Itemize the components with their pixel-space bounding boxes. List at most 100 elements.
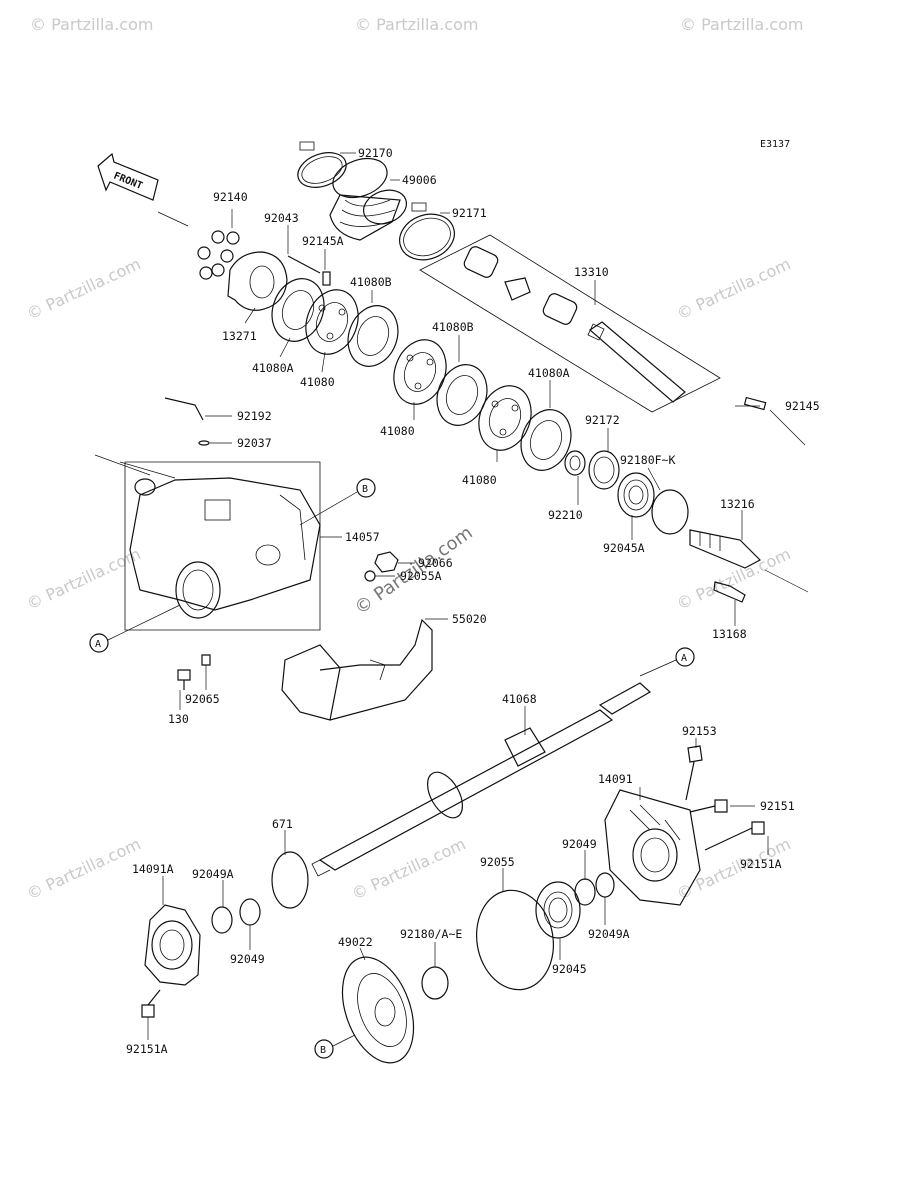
- callout-B-bottom: B: [314, 1034, 356, 1059]
- seal-92049A-right: [595, 872, 615, 898]
- cover-14091: [604, 789, 701, 906]
- cover-14091A: [144, 904, 201, 986]
- bolt-92151A-left: [141, 989, 161, 1018]
- label-13310: 13310: [574, 265, 609, 279]
- washer-92065: [201, 654, 211, 666]
- seal-92049-right: [574, 878, 596, 906]
- label-92049A-left: 92049A: [192, 867, 234, 881]
- watermark: © Partzilla.com: [355, 15, 478, 34]
- callout-letter: B: [320, 1045, 326, 1056]
- plate-41080-mid: [393, 339, 447, 405]
- label-92180A-E: 92180/A~E: [400, 927, 462, 941]
- label-92066: 92066: [418, 556, 453, 570]
- bearing-92045A: [617, 472, 655, 518]
- label-41080-mid: 41080: [380, 424, 415, 438]
- plate-41080B-top: [347, 305, 399, 367]
- seal-92049A-left: [211, 906, 233, 934]
- label-92145: 92145: [785, 399, 820, 413]
- label-92171: 92171: [452, 206, 487, 220]
- label-92065: 92065: [185, 692, 220, 706]
- label-41080B-mid: 41080B: [432, 320, 474, 334]
- bolt-92153: [685, 745, 703, 801]
- label-92045A: 92045A: [603, 541, 645, 555]
- label-41080B-top: 41080B: [350, 275, 392, 289]
- breather-13168: [713, 581, 746, 603]
- label-92192: 92192: [237, 409, 272, 423]
- callout-A-right: A: [639, 647, 695, 677]
- watermark: © Partzilla.com: [24, 544, 144, 613]
- label-92153: 92153: [682, 724, 717, 738]
- label-92172: 92172: [585, 413, 620, 427]
- cam-13271: [227, 251, 288, 311]
- bolt-130: [177, 669, 191, 690]
- label-92045: 92045: [552, 962, 587, 976]
- watermark: © Partzilla.com: [674, 544, 794, 613]
- label-14091: 14091: [598, 772, 633, 786]
- label-92049-left: 92049: [230, 952, 265, 966]
- leader-lines: [147, 152, 769, 1040]
- plate-41080A-top: [271, 278, 325, 342]
- plate-41080B-mid: [436, 364, 488, 426]
- bolt-92151A-right: [704, 821, 765, 851]
- label-14057: 14057: [345, 530, 380, 544]
- front-arrow-icon: FRONT: [97, 152, 189, 227]
- bracket-55020: [281, 618, 433, 721]
- watermark: © Partzilla.com: [24, 834, 144, 903]
- label-55020: 55020: [452, 612, 487, 626]
- watermark: © Partzilla.com: [674, 254, 794, 323]
- label-92145A: 92145A: [302, 234, 344, 248]
- housing-14057: [129, 477, 321, 619]
- boot-49006: [329, 157, 407, 241]
- clamp-92171: [399, 202, 455, 261]
- ringgear-49022: [341, 956, 415, 1064]
- label-92210: 92210: [548, 508, 583, 522]
- bearing-92045: [535, 881, 581, 939]
- plate-41080A-low: [520, 409, 572, 471]
- driveshaft-13310: [419, 234, 721, 413]
- label-92055: 92055: [480, 855, 515, 869]
- shim-92180A-E: [421, 966, 449, 1000]
- label-13271: 13271: [222, 329, 257, 343]
- label-92043: 92043: [264, 211, 299, 225]
- watermark: © Partzilla.com: [30, 15, 153, 34]
- label-92170: 92170: [358, 146, 393, 160]
- lever-92192: [164, 397, 204, 421]
- pin-92043: [287, 255, 321, 274]
- clamp-92170: [297, 141, 347, 188]
- callout-letter: A: [681, 653, 687, 664]
- label-49022: 49022: [338, 935, 373, 949]
- label-92151A-left: 92151A: [126, 1042, 168, 1056]
- oring-671: [271, 851, 309, 909]
- label-49006: 49006: [402, 173, 437, 187]
- callout-letter: A: [95, 639, 101, 650]
- label-41080A-top: 41080A: [252, 361, 294, 375]
- label-92049A-right: 92049A: [588, 927, 630, 941]
- watermark: © Partzilla.com: [680, 15, 803, 34]
- shim-92180F-K: [651, 489, 689, 535]
- callout-B-top: B: [299, 478, 376, 526]
- label-92151A-right: 92151A: [740, 857, 782, 871]
- part-labels: 92170 49006 92171 92140 92043 92145A 410…: [126, 146, 820, 1056]
- label-13168: 13168: [712, 627, 747, 641]
- balls-92140: [197, 230, 240, 280]
- housing-frame: [124, 461, 321, 631]
- callout-A-left: A: [89, 604, 181, 653]
- shaft-41068: [311, 682, 652, 877]
- label-671: 671: [272, 817, 293, 831]
- label-41080-top: 41080: [300, 375, 335, 389]
- watermarks: © Partzilla.com © Partzilla.com © Partzi…: [24, 15, 804, 904]
- pinion-13216: [689, 529, 761, 569]
- watermark: © Partzilla.com: [24, 254, 144, 323]
- oring-92055: [475, 889, 555, 991]
- seal-92172: [588, 450, 620, 490]
- label-41080A-mid: 41080A: [528, 366, 570, 380]
- label-92180F-K: 92180F~K: [620, 453, 675, 467]
- label-41068: 41068: [502, 692, 537, 706]
- bolt-92151: [689, 799, 728, 813]
- label-130: 130: [168, 712, 189, 726]
- label-92151: 92151: [760, 799, 795, 813]
- nut-92066: [374, 551, 399, 573]
- seal-left-housing: [134, 478, 156, 496]
- label-92037: 92037: [237, 436, 272, 450]
